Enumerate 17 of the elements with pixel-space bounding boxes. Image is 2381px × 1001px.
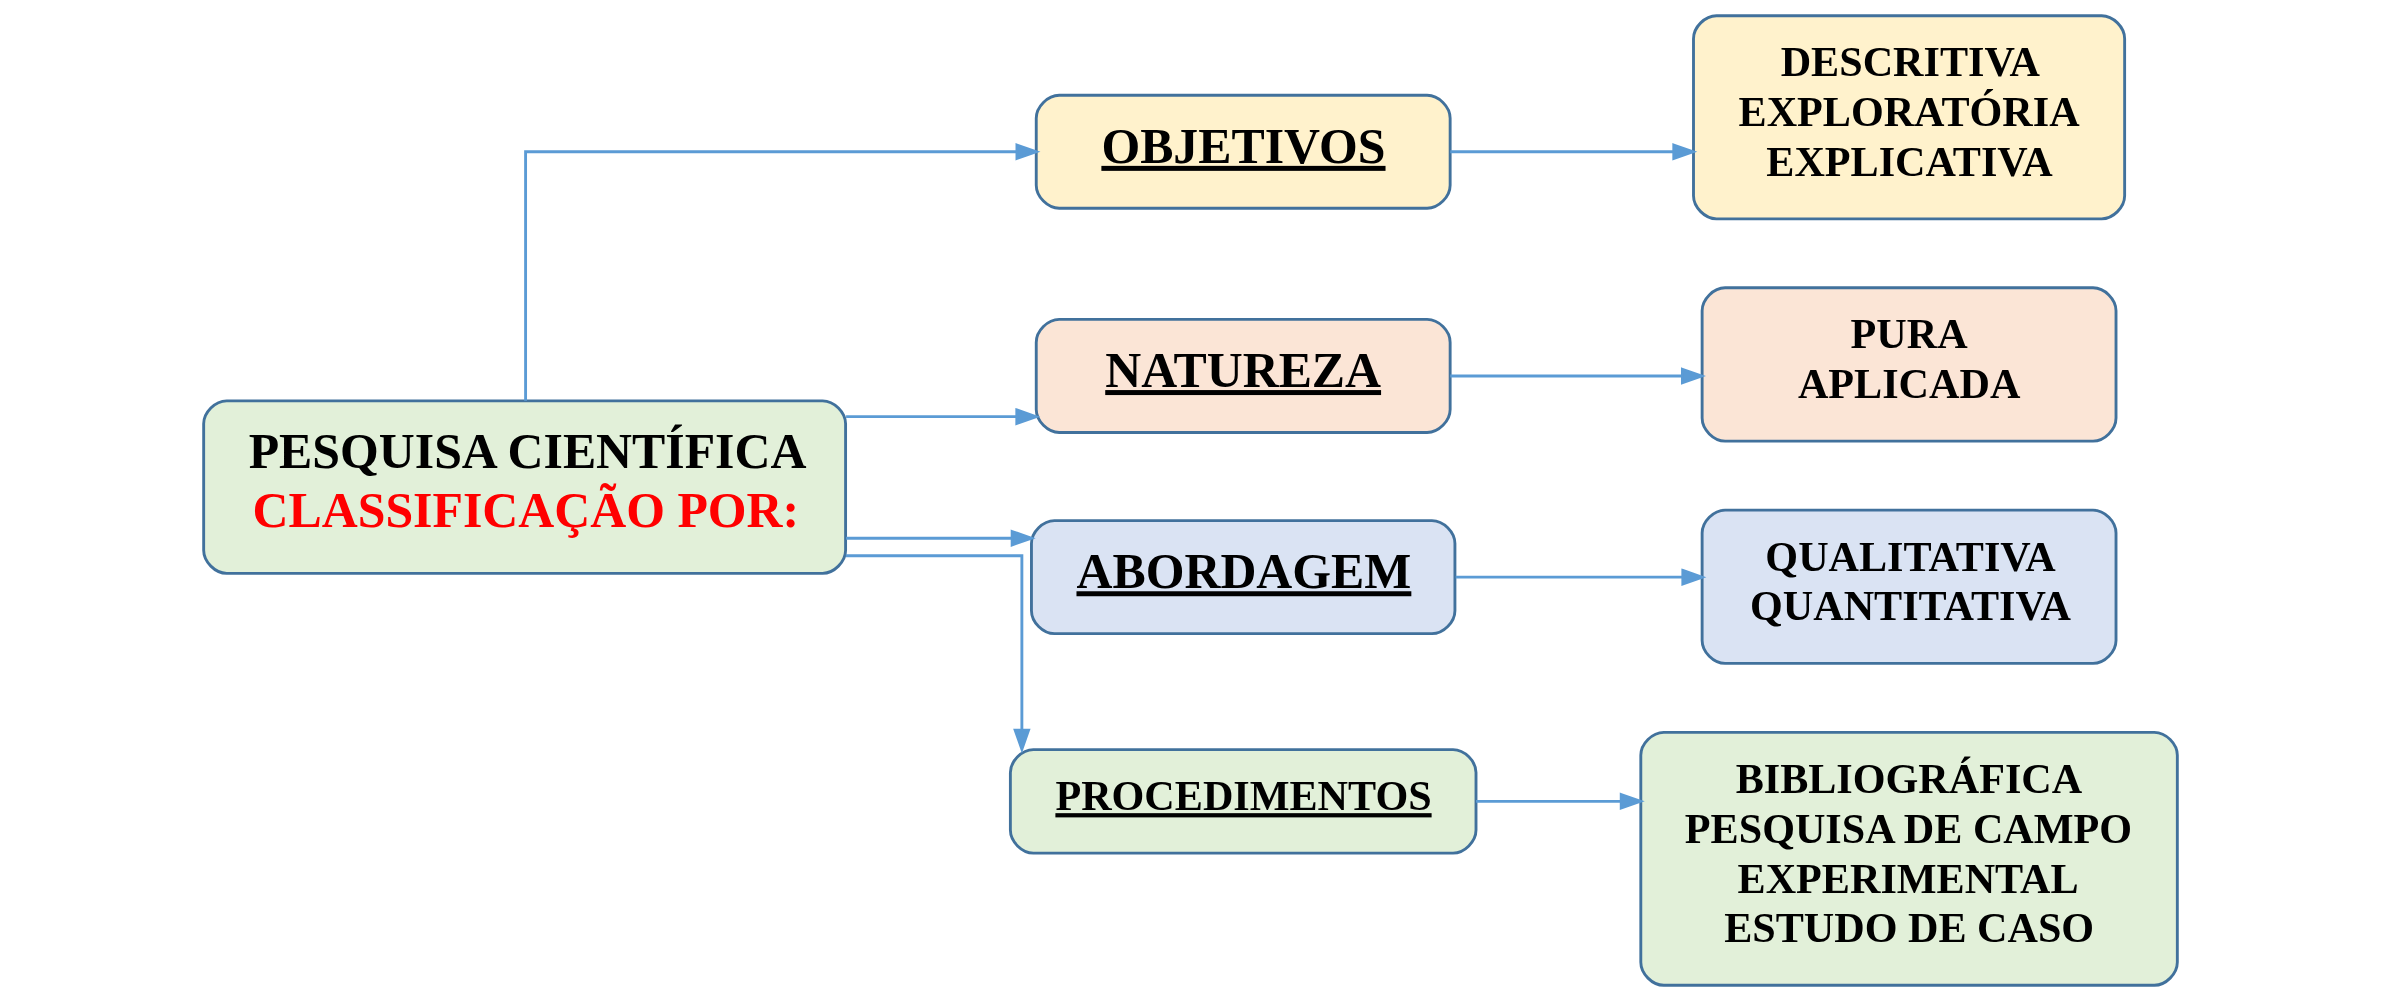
- node-box: PROCEDIMENTOS: [1008, 748, 1478, 855]
- arrow: [845, 554, 1031, 754]
- arrow: [524, 143, 1041, 401]
- node-box: PESQUISA CIENTÍFICA CLASSIFICAÇÃO POR:: [202, 399, 848, 575]
- node-box: BIBLIOGRÁFICA PESQUISA DE CAMPO EXPERIMENTAL ESTUDO DE CASO: [1639, 730, 2179, 987]
- node-box: ABORDAGEM: [1030, 519, 1457, 636]
- node-box: PURA APLICADA: [1700, 286, 2118, 443]
- node-box: DESCRITIVA EXPLORATÓRIA EXPLICATIVA: [1692, 14, 2127, 221]
- arrow: [1450, 143, 1698, 161]
- arrow: [846, 529, 1036, 547]
- node-box: OBJETIVOS: [1034, 93, 1452, 210]
- arrow: [1455, 568, 1707, 586]
- arrow: [846, 407, 1041, 426]
- node-box: NATUREZA: [1034, 318, 1452, 434]
- node-box: QUALITATIVA QUANTITATIVA: [1700, 508, 2118, 665]
- arrow: [1450, 367, 1706, 385]
- arrow: [1476, 792, 1645, 811]
